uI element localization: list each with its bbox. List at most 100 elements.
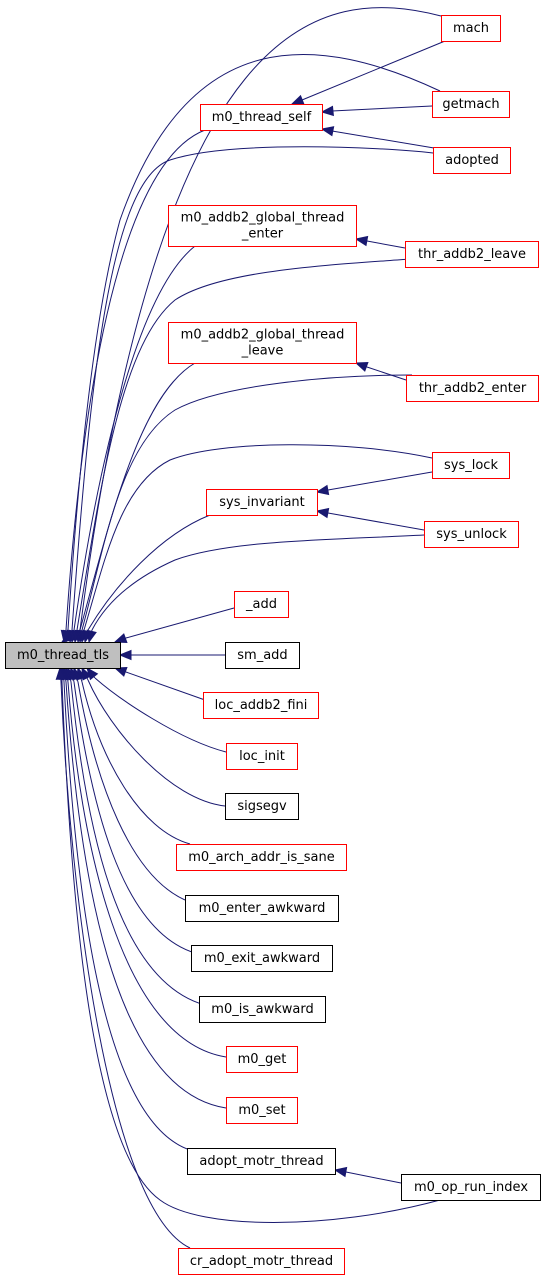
node-label: _enter bbox=[241, 227, 284, 242]
edge-m0_op_run_index-to-adopt_motr_thread bbox=[333, 1166, 402, 1184]
edge-line bbox=[327, 471, 433, 491]
node-loc-init[interactable]: loc_init bbox=[226, 743, 298, 770]
node-label: sys_invariant bbox=[219, 495, 305, 510]
node-label: m0_set bbox=[238, 1103, 285, 1118]
edge-thr_addb2_enter-to-global_leave bbox=[354, 362, 407, 381]
node-box bbox=[234, 591, 289, 618]
node-m0-arch-addr-is-sane[interactable]: m0_arch_addr_is_sane bbox=[176, 844, 347, 871]
node-box bbox=[206, 489, 318, 516]
node-global-leave[interactable]: m0_addb2_global_thread_leave bbox=[168, 322, 357, 364]
node-box bbox=[226, 1046, 298, 1073]
node-label: m0_exit_awkward bbox=[204, 951, 320, 966]
node-box bbox=[406, 375, 539, 402]
edge-sm_add-to-root bbox=[118, 649, 225, 661]
arrowhead bbox=[60, 629, 72, 644]
node-box bbox=[405, 241, 539, 268]
node-box bbox=[432, 452, 510, 479]
edge-line bbox=[331, 105, 433, 112]
edge-line bbox=[79, 7, 442, 631]
edge-line bbox=[67, 54, 441, 631]
node-box bbox=[168, 205, 357, 247]
node-thr-addb2-enter[interactable]: thr_addb2_enter bbox=[406, 375, 539, 402]
edge-line bbox=[301, 40, 446, 101]
edge-thr_addb2_leave-to-root bbox=[71, 258, 411, 644]
arrowhead bbox=[290, 94, 305, 105]
node-m0-exit-awkward[interactable]: m0_exit_awkward bbox=[191, 945, 333, 972]
edge-cr_adopt_motr_thread-to-root bbox=[55, 666, 191, 1249]
node-sys-lock[interactable]: sys_lock bbox=[432, 452, 510, 479]
edge-sys_unlock-to-root bbox=[86, 534, 425, 644]
edge-line bbox=[73, 245, 196, 631]
edge-line bbox=[76, 258, 411, 631]
node-label: m0_is_awkward bbox=[211, 1002, 313, 1017]
node-box bbox=[176, 844, 347, 871]
edge-mach-to-m0_thread_self bbox=[290, 40, 446, 105]
edge-line-end bbox=[72, 678, 75, 683]
node-label: m0_enter_awkward bbox=[199, 901, 326, 916]
node-m0-thread-self[interactable]: m0_thread_self bbox=[200, 104, 323, 131]
node-box bbox=[191, 945, 333, 972]
arrowhead bbox=[320, 126, 335, 137]
node-label: cr_adopt_motr_thread bbox=[190, 1254, 333, 1269]
node-m0-op-run-index[interactable]: m0_op_run_index bbox=[401, 1174, 541, 1201]
node-m0-set[interactable]: m0_set bbox=[226, 1097, 298, 1124]
node-m0-is-awkward[interactable]: m0_is_awkward bbox=[199, 996, 326, 1023]
edge-line bbox=[81, 374, 413, 631]
edge-getmach-to-m0_thread_self bbox=[320, 105, 433, 117]
edge-m0_thread_self-to-root bbox=[60, 129, 206, 644]
edge-line bbox=[125, 607, 235, 639]
node-label: loc_addb2_fini bbox=[215, 698, 308, 713]
arrowhead bbox=[55, 666, 67, 680]
node-label: m0_thread_self bbox=[212, 110, 312, 125]
edge-m0_is_awkward-to-root bbox=[65, 666, 206, 1006]
node-label: m0_addb2_global_thread bbox=[181, 211, 345, 226]
arrowhead bbox=[354, 235, 369, 247]
node-cr-adopt-motr-thread[interactable]: cr_adopt_motr_thread bbox=[178, 1248, 345, 1275]
edge-line bbox=[61, 681, 441, 1223]
edge-line bbox=[63, 681, 191, 1151]
node-box bbox=[432, 91, 510, 118]
edge-line bbox=[65, 681, 227, 1109]
edge-line bbox=[83, 444, 433, 631]
node-label: getmach bbox=[442, 97, 499, 112]
node-sm-add[interactable]: sm_add bbox=[225, 642, 300, 669]
edge-adopt_motr_thread-to-root bbox=[58, 666, 191, 1151]
edge-sys_unlock-to-sys_invariant bbox=[315, 507, 425, 531]
edge-loc_addb2_fini-to-root bbox=[113, 667, 206, 701]
edge-line bbox=[331, 130, 441, 150]
node-m0-enter-awkward[interactable]: m0_enter_awkward bbox=[185, 895, 339, 922]
edge-line bbox=[79, 362, 196, 631]
node-loc-addb2-fini[interactable]: loc_addb2_fini bbox=[203, 692, 319, 719]
edge-m0_set-to-root bbox=[60, 666, 227, 1109]
node-getmach[interactable]: getmach bbox=[432, 91, 510, 118]
node-m0-get[interactable]: m0_get bbox=[226, 1046, 298, 1073]
node-thr-addb2-leave[interactable]: thr_addb2_leave bbox=[405, 241, 539, 268]
node-global-enter[interactable]: m0_addb2_global_thread_enter bbox=[168, 205, 357, 247]
node-adopt-motr-thread[interactable]: adopt_motr_thread bbox=[187, 1148, 336, 1175]
edge-line bbox=[366, 240, 406, 249]
node-adopted[interactable]: adopted bbox=[433, 147, 511, 174]
edge-line bbox=[65, 129, 206, 631]
edge-m0_enter_awkward-to-root bbox=[72, 666, 191, 903]
node-sys-invariant[interactable]: sys_invariant bbox=[206, 489, 318, 516]
node-add[interactable]: _add bbox=[234, 591, 289, 618]
arrowhead bbox=[113, 633, 128, 643]
node-box bbox=[225, 793, 299, 820]
edge-line-end bbox=[76, 678, 79, 683]
edge-add-to-root bbox=[113, 607, 235, 643]
arrowhead bbox=[118, 649, 132, 661]
edge-line-end bbox=[69, 678, 72, 683]
edge-line bbox=[77, 681, 191, 903]
node-box bbox=[168, 322, 357, 364]
edge-m0_exit_awkward-to-root bbox=[68, 666, 196, 954]
node-mach[interactable]: mach bbox=[441, 15, 501, 42]
node-sigsegv[interactable]: sigsegv bbox=[225, 793, 299, 820]
node-box bbox=[185, 895, 339, 922]
call-graph-edges bbox=[55, 7, 446, 1249]
edge-line bbox=[81, 681, 191, 845]
node-label: _leave bbox=[241, 344, 284, 359]
node-sys-unlock[interactable]: sys_unlock bbox=[424, 521, 519, 548]
node-label: mach bbox=[453, 21, 489, 36]
node-root: m0_thread_tls bbox=[5, 642, 121, 669]
